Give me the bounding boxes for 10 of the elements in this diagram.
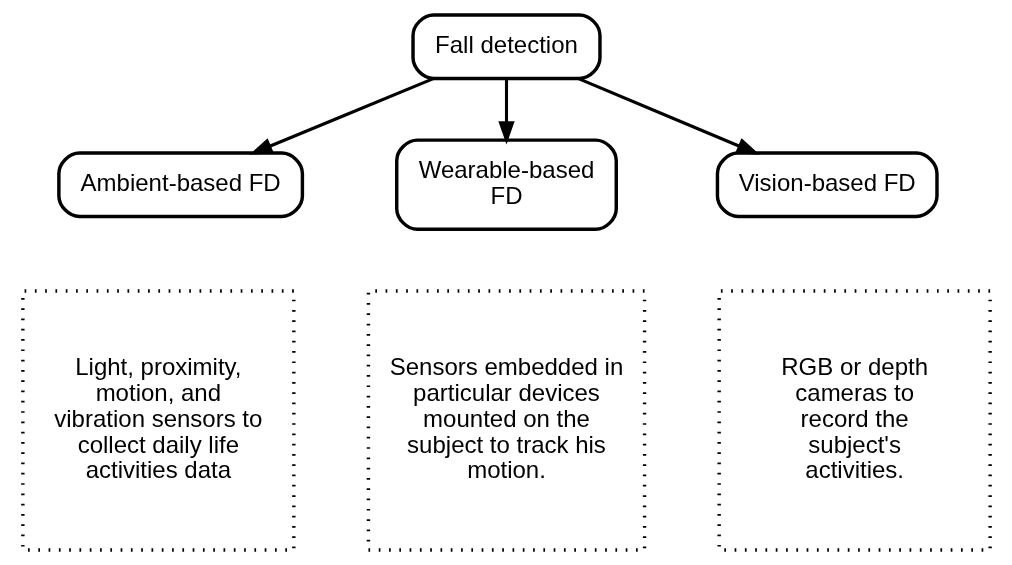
node-box: RGB or depth cameras to record the subject's activities. — [716, 289, 992, 552]
arrow — [497, 78, 515, 145]
node-box: Light, proximity, motion, and vibration sensors to collect daily life activities data — [20, 289, 296, 552]
node-box: Vision-based FD — [715, 151, 939, 219]
arrow — [248, 77, 434, 155]
arrow — [577, 77, 760, 155]
node-box: Sensors embedded in particular devices mounted on the subject to track his motion. — [366, 289, 646, 552]
node-box: Ambient-based FD — [56, 151, 304, 219]
node-box: Fall detection — [410, 13, 602, 81]
node-box: Wearable-based FD — [394, 138, 618, 232]
